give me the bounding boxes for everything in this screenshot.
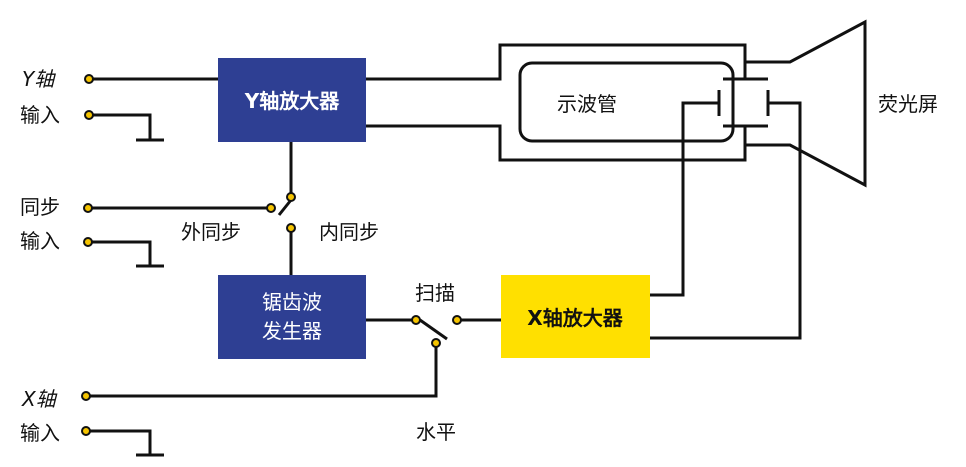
sync-switch-pivot (286, 192, 296, 202)
external-sync-contact (266, 203, 276, 213)
sync-switch-blade (277, 199, 293, 216)
sync-input-terminal (83, 203, 93, 213)
horizontal-contact (431, 338, 441, 348)
sync-input-ground-wire (88, 240, 152, 266)
tube-label: 示波管 (557, 92, 617, 116)
scan-switch-blade (419, 318, 448, 341)
sawtooth-generator-label-line2: 发生器 (262, 319, 322, 343)
screen-label: 荧光屏 (878, 92, 938, 116)
sawtooth-generator-label-line1: 锯齿波 (262, 290, 322, 314)
x-amplifier-label: X轴放大器 (527, 306, 623, 330)
y-amp-upper-output-wire (366, 43, 747, 81)
external-sync-label: 外同步 (181, 220, 241, 244)
sync-input-label-line2: 输入 (20, 229, 60, 253)
y-input-terminal (84, 74, 94, 84)
y-input-label-line1: Y轴 (22, 67, 56, 91)
x-input-label-line1: X轴 (21, 387, 58, 411)
y-amp-lower-output-wire (366, 124, 747, 162)
horizontal-label: 水平 (416, 420, 456, 444)
x-input-label-line2: 输入 (20, 421, 60, 445)
x-amp-upper-output-wire (650, 101, 719, 297)
x-input-ground-terminal (81, 426, 91, 436)
sync-input-ground-terminal (83, 237, 93, 247)
internal-sync-contact (286, 223, 296, 233)
y-input-label-line2: 输入 (20, 103, 60, 127)
sync-input-label-line1: 同步 (20, 195, 60, 219)
scan-switch-pivot (411, 315, 421, 325)
x-input-terminal (81, 391, 91, 401)
tube-body (518, 61, 735, 143)
internal-sync-label: 内同步 (319, 220, 379, 244)
x-amp-lower-output-wire (650, 101, 802, 340)
x-amplifier-block (501, 275, 650, 358)
scan-contact (452, 315, 462, 325)
x-input-ground-wire (86, 429, 152, 455)
sawtooth-generator-block (218, 275, 366, 359)
y-input-ground-wire (89, 113, 152, 140)
y-amplifier-label: Y轴放大器 (244, 89, 340, 113)
y-input-ground-terminal (84, 110, 94, 120)
y-amplifier-block (218, 58, 366, 142)
x-input-wire (86, 346, 438, 398)
tube-screen-cone (745, 19, 867, 188)
scan-label: 扫描 (415, 281, 455, 305)
